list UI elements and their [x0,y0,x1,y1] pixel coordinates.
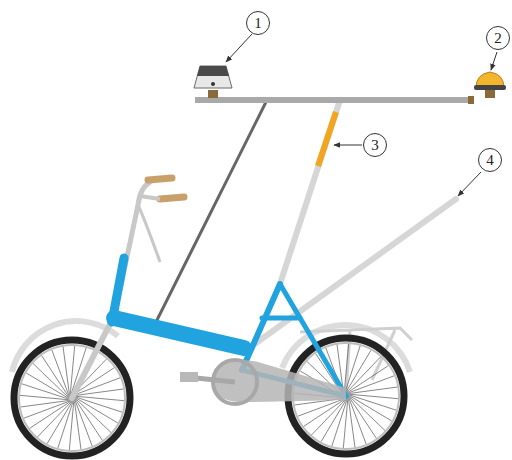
handlebar [140,196,160,199]
spokes [20,344,398,450]
device-1 [194,66,232,98]
spoke [76,396,124,400]
pole-3-clamp [318,112,336,166]
spoke [74,401,80,449]
callout-number: 4 [478,148,502,172]
pedal [180,372,198,382]
spoke [349,387,397,393]
spoke [75,389,123,395]
spoke [350,394,398,398]
callout-number: 1 [246,11,270,35]
spoke [304,400,345,427]
spoke [22,384,68,399]
spoke [345,346,360,392]
callout-number: 3 [363,133,387,157]
spoke [21,400,69,406]
brake-cable [138,205,160,262]
spoke [69,402,73,450]
leader-lines [226,34,497,196]
spoke [20,395,68,399]
spoke [343,400,347,448]
spoke [63,347,69,395]
crank [196,378,235,382]
grip [160,197,184,199]
spoke [350,398,377,439]
spoke [348,399,354,447]
spoke [30,402,71,429]
spoke [350,395,396,410]
pole-3 [278,100,340,290]
spoke [58,402,73,448]
spoke [42,356,69,397]
device-2 [474,72,506,98]
mounting-bar [195,97,473,103]
bar-clamp [468,96,474,104]
spoke [76,397,122,412]
spoke [332,400,347,446]
support-strut [154,102,266,326]
grip [148,178,172,180]
spoke [70,346,74,394]
fork [72,320,112,398]
spoke [348,366,389,393]
spoke [344,344,348,392]
callout-number: 2 [486,26,510,50]
spoke [76,400,103,441]
